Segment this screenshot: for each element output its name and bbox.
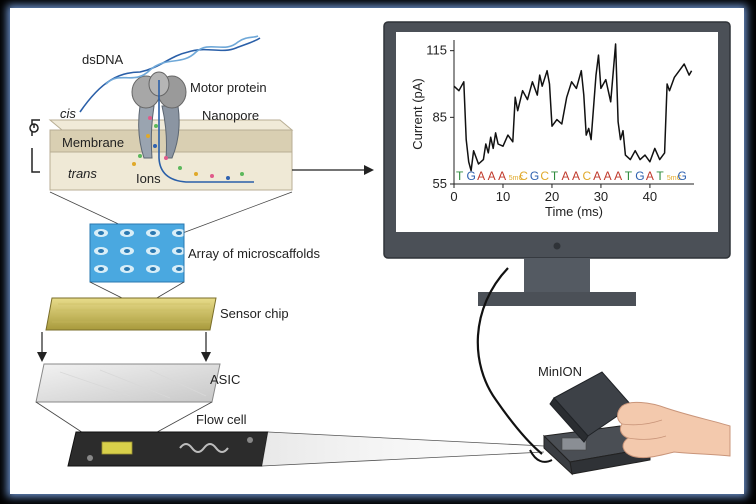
x-tick-label: 30: [594, 189, 608, 204]
label-ions: Ions: [136, 171, 161, 186]
monitor: [383, 21, 731, 306]
beam-lines: [261, 431, 545, 467]
asic-chip: [35, 363, 221, 403]
sequence-base: T: [551, 169, 559, 183]
ions: [132, 116, 244, 180]
sequence-base: A: [614, 169, 622, 183]
sequence-base: G: [467, 169, 476, 183]
y-axis-label: Current (pA): [410, 78, 425, 150]
sequence-base: C: [519, 169, 528, 183]
label-nanopore: Nanopore: [202, 108, 259, 123]
label-asic: ASIC: [210, 372, 240, 387]
sensor-to-asic-arrows: [37, 332, 211, 362]
label-cis: cis: [60, 106, 76, 121]
y-tick-label: 85: [433, 109, 447, 124]
hand: [617, 401, 731, 459]
y-tick-label: 55: [433, 176, 447, 191]
label-dsdna: dsDNA: [82, 52, 124, 67]
x-axis-label: Time (ms): [545, 204, 603, 219]
sensor-chip: [45, 297, 217, 331]
sequence-base: G: [530, 169, 539, 183]
monitor-cable: [476, 267, 543, 455]
sequence-base: A: [498, 169, 506, 183]
usb-cable: [529, 449, 553, 463]
label-membrane: Membrane: [62, 135, 124, 150]
x-tick-label: 40: [643, 189, 657, 204]
sequence-base: A: [604, 169, 612, 183]
flow-cell: [67, 431, 269, 467]
dsdna-strand: [79, 35, 261, 183]
sequence-base: G: [635, 169, 644, 183]
label-array: Array of microscaffolds: [188, 246, 320, 261]
sequence-base: 5mC: [667, 175, 682, 182]
x-tick-label: 20: [545, 189, 559, 204]
label-minion: MinION: [538, 364, 582, 379]
sequence-base: A: [572, 169, 580, 183]
arrow-to-monitor: [292, 165, 374, 175]
sequence-base: T: [625, 169, 633, 183]
sequence-base: C: [583, 169, 592, 183]
sequence-base: A: [488, 169, 496, 183]
label-sensor-chip: Sensor chip: [220, 306, 289, 321]
sequence-base: A: [561, 169, 569, 183]
sequence-base: A: [477, 169, 485, 183]
sequence-base: C: [540, 169, 549, 183]
label-trans: trans: [68, 166, 97, 181]
label-flow-cell: Flow cell: [196, 412, 247, 427]
cis-trans-bracket: [29, 119, 40, 173]
microscaffold-array: [89, 223, 185, 283]
sequence-base: T: [656, 169, 664, 183]
x-tick-label: 0: [450, 189, 457, 204]
x-tick-label: 10: [496, 189, 510, 204]
current-trace-line: [453, 43, 693, 172]
y-tick-label: 115: [426, 43, 447, 58]
label-motor-protein: Motor protein: [190, 80, 267, 95]
sequence-base: A: [593, 169, 601, 183]
sequence-base: A: [646, 169, 654, 183]
sequence-base: T: [456, 169, 464, 183]
sequence-base: 5mC: [509, 175, 524, 182]
motor-protein: [131, 71, 187, 109]
sequence-base: G: [677, 169, 686, 183]
